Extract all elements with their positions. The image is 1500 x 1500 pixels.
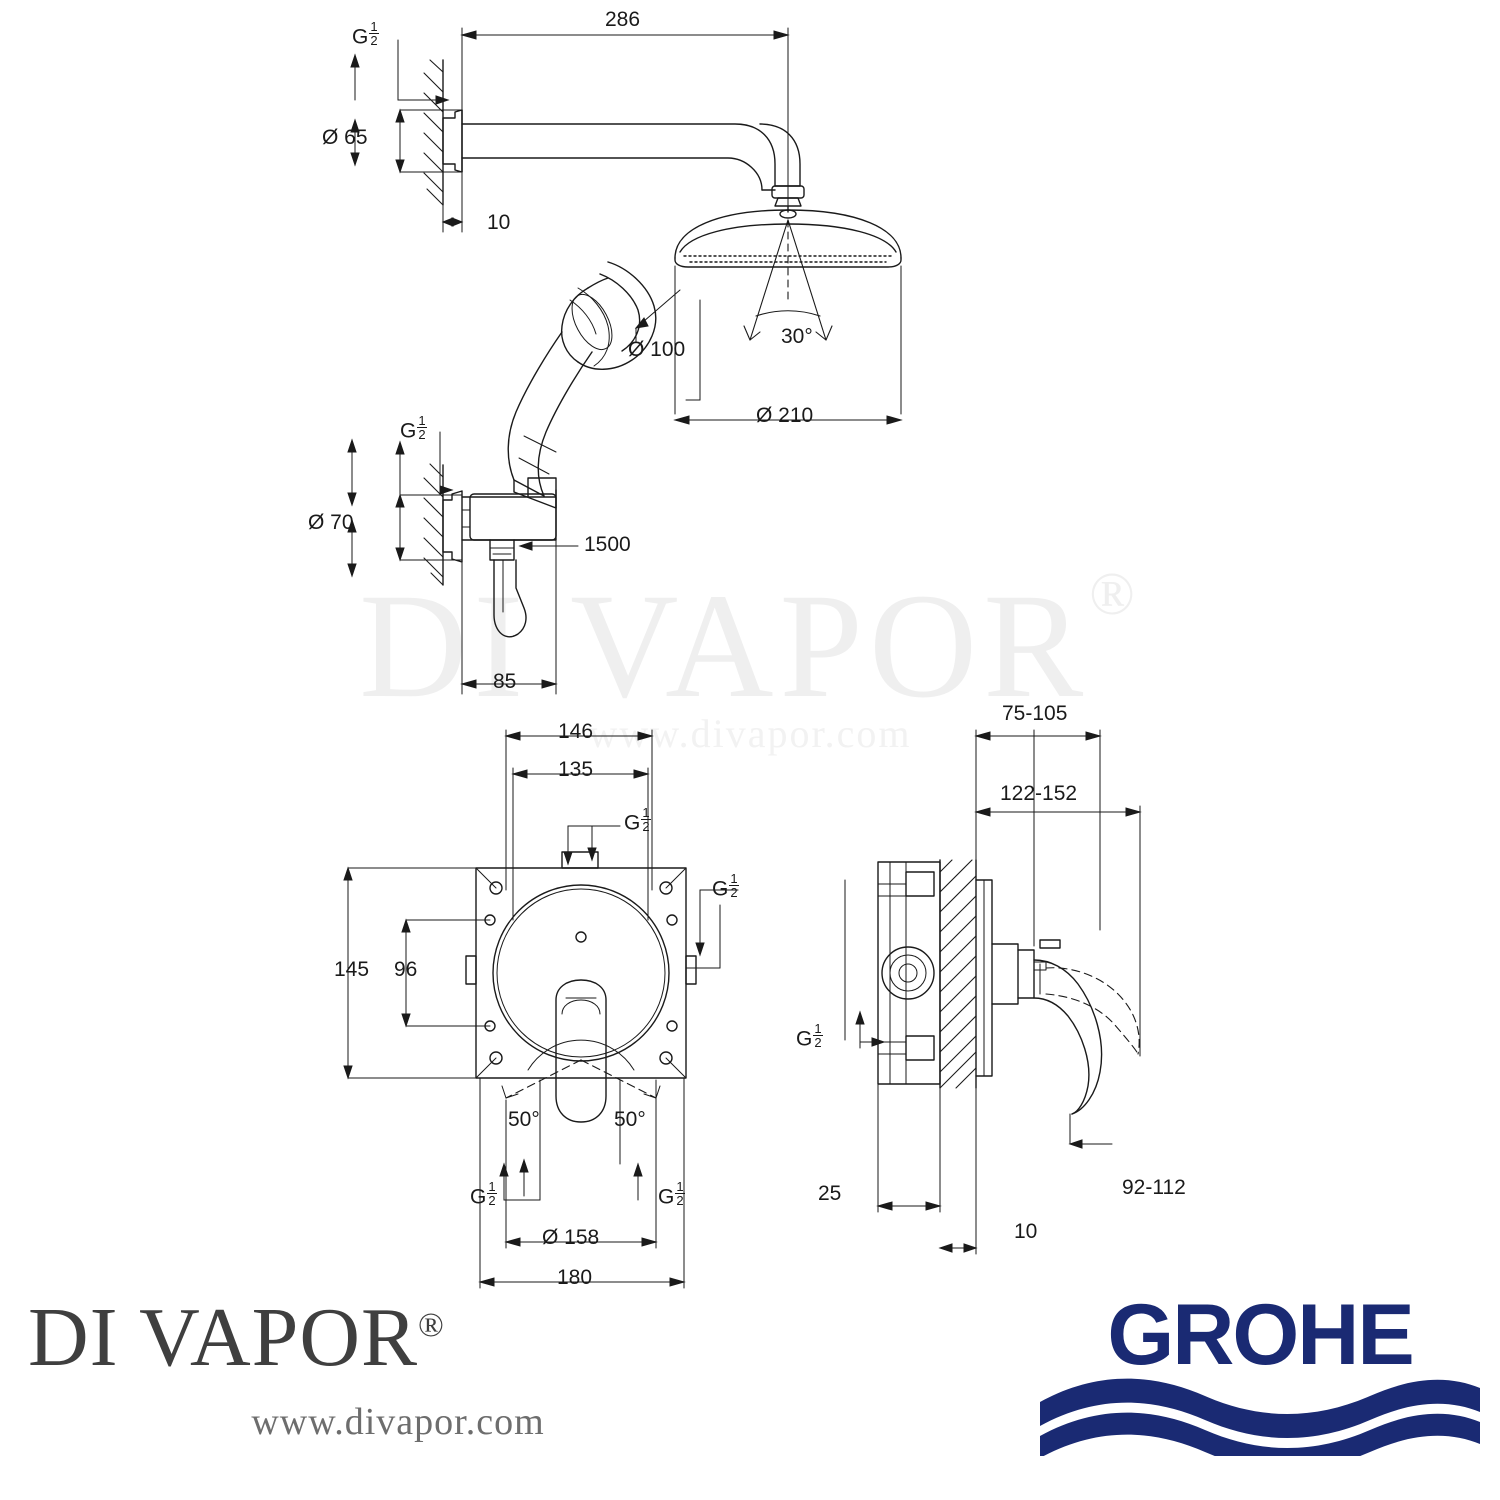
dimension-85: 85 — [493, 670, 517, 693]
dimension-135: 135 — [558, 758, 594, 781]
dimension-dia210: Ø 210 — [756, 404, 814, 427]
dimension-122-152: 122-152 — [1000, 782, 1078, 805]
divapor-logo: DI VAPOR® www.divapor.com — [28, 1296, 768, 1456]
grohe-logo: GROHE — [1040, 1292, 1480, 1462]
dimension-10-side: 10 — [1014, 1220, 1038, 1243]
dimension-dia100: Ø 100 — [628, 338, 686, 361]
dimension-30deg: 30° — [781, 325, 813, 348]
watermark-text: DI VAPOR® — [359, 561, 1141, 729]
dimension-25: 25 — [818, 1182, 842, 1205]
dimension-92-112: 92-112 — [1122, 1176, 1186, 1199]
grohe-wordmark: GROHE — [1107, 1287, 1414, 1383]
dimension-dia158: Ø 158 — [542, 1226, 600, 1249]
divapor-url: www.divapor.com — [251, 1401, 545, 1443]
dimension-96: 96 — [394, 958, 418, 981]
dimension-75-105: 75-105 — [1002, 702, 1068, 725]
dimension-10-top: 10 — [487, 211, 511, 234]
dimension-dia65: Ø 65 — [322, 126, 368, 149]
dimension-50deg-left: 50° — [508, 1108, 540, 1131]
dimension-dia70: Ø 70 — [308, 511, 354, 534]
dimension-180: 180 — [557, 1266, 593, 1289]
dimension-1500: 1500 — [584, 533, 631, 556]
dimension-50deg-right: 50° — [614, 1108, 646, 1131]
dimension-286: 286 — [605, 8, 641, 31]
dimension-145: 145 — [334, 958, 370, 981]
divapor-wordmark: DI VAPOR® — [28, 1291, 445, 1384]
dimension-146: 146 — [558, 720, 594, 743]
grohe-waves-icon — [1040, 1378, 1480, 1456]
